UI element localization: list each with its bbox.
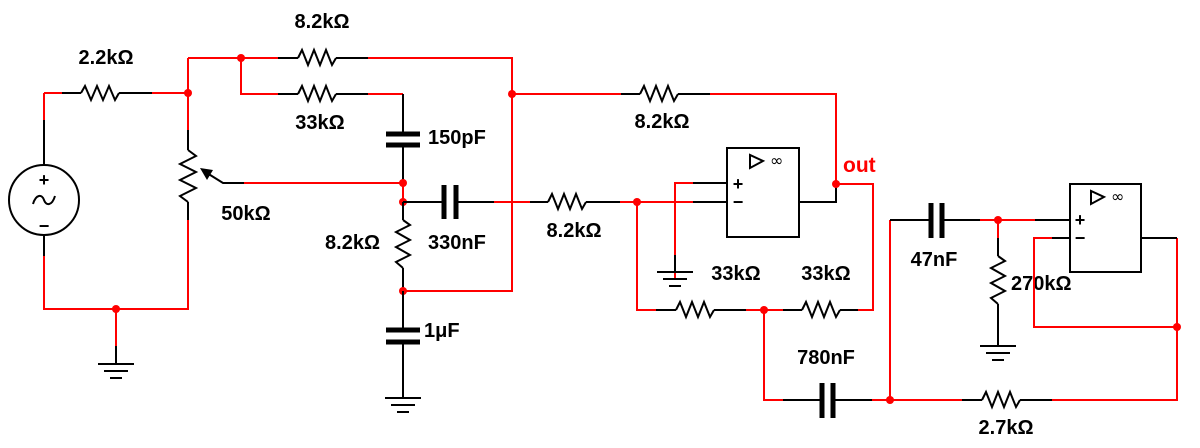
wire xyxy=(674,182,693,280)
resistor-8-2k-feedback[interactable] xyxy=(621,83,710,104)
wiper-arrow-icon xyxy=(200,168,213,180)
ground-icon xyxy=(385,397,421,413)
amplifier-triangle-icon xyxy=(1090,189,1107,206)
capacitor-330nf[interactable] xyxy=(403,185,494,219)
resistor-8-2k-top[interactable] xyxy=(278,47,368,68)
resistor-8-2k-mid[interactable] xyxy=(393,202,413,291)
potentiometer-50k[interactable] xyxy=(177,130,244,220)
resistor-33k-left[interactable] xyxy=(656,299,746,320)
wire xyxy=(1052,238,1178,401)
opamp-body xyxy=(1069,183,1142,273)
ground-icon xyxy=(98,346,134,379)
capacitor-47nf[interactable] xyxy=(890,203,980,238)
ground-icon xyxy=(980,345,1016,361)
capacitor-780nf[interactable] xyxy=(783,383,872,418)
opamp-body xyxy=(726,147,800,238)
source-plus: + xyxy=(39,170,50,190)
opamp-minus: − xyxy=(1075,228,1086,248)
wire xyxy=(710,93,837,184)
resistor-2-7k[interactable] xyxy=(962,389,1052,410)
source-minus: − xyxy=(39,216,50,236)
resistor-8-2k-input[interactable] xyxy=(530,191,620,212)
capacitor-1uf[interactable] xyxy=(386,291,420,398)
opamp-plus: + xyxy=(1075,210,1086,230)
label-150pf: 150pF xyxy=(428,127,486,149)
label-780nf: 780nF xyxy=(797,347,855,369)
label-33k-right: 33kΩ xyxy=(801,263,850,285)
label-8-2k-top: 8.2kΩ xyxy=(295,11,350,33)
label-8-2k-feedback: 8.2kΩ xyxy=(635,111,690,133)
opamp-plus: + xyxy=(733,174,744,194)
out-label: out xyxy=(843,154,876,177)
resistor-2-2k[interactable] xyxy=(62,83,152,103)
resistor-270k[interactable] xyxy=(988,220,1008,346)
junction-node xyxy=(112,305,120,313)
junction-node xyxy=(1173,323,1181,331)
wire-ground-return xyxy=(43,220,189,310)
label-33k-left: 33kΩ xyxy=(711,263,760,285)
label-33k-top: 33kΩ xyxy=(295,112,344,134)
label-50k: 50kΩ xyxy=(221,203,270,225)
label-2-7k: 2.7kΩ xyxy=(979,417,1034,439)
label-47nf: 47nF xyxy=(911,249,958,271)
wire-feedback xyxy=(1033,237,1177,328)
wire xyxy=(240,58,278,95)
amplifier-triangle-icon xyxy=(749,153,766,170)
gain-infinity: ∞ xyxy=(1111,187,1124,206)
wire xyxy=(763,310,783,401)
label-2-2k: 2.2kΩ xyxy=(79,47,134,69)
label-8-2k-input: 8.2kΩ xyxy=(547,220,602,242)
opamp-minus: − xyxy=(733,192,744,212)
label-8-2k-mid: 8.2kΩ xyxy=(325,232,380,254)
capacitor-150pf[interactable] xyxy=(386,94,420,183)
opamp-2[interactable]: ∞ + − xyxy=(1035,183,1177,273)
resistor-33k-right[interactable] xyxy=(783,299,858,320)
ac-voltage-source[interactable]: + − xyxy=(8,93,80,256)
label-270k: 270kΩ xyxy=(1011,273,1072,295)
resistor-33k-top[interactable] xyxy=(278,83,368,104)
gain-infinity: ∞ xyxy=(770,151,783,170)
ground-icon xyxy=(657,255,693,287)
opamp-1[interactable]: ∞ + − xyxy=(693,147,837,238)
sine-icon xyxy=(32,194,56,206)
wire xyxy=(836,183,874,311)
wire xyxy=(636,202,656,311)
label-1uf: 1μF xyxy=(424,320,460,342)
wire xyxy=(368,57,513,292)
label-330nf: 330nF xyxy=(428,232,486,254)
